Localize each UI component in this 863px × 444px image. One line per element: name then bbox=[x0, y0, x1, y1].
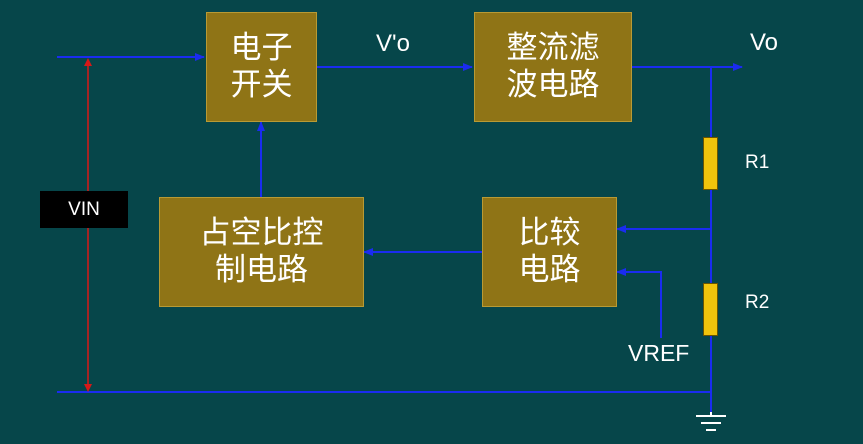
rectifier-filter-block: 整流滤 波电路 bbox=[474, 12, 632, 122]
control-label-line1: 占空比控 bbox=[199, 215, 324, 252]
comparator-block: 比较 电路 bbox=[482, 197, 617, 307]
wire-vref bbox=[616, 268, 662, 338]
v-o-label: Vo bbox=[750, 29, 779, 56]
comparator-label-line2: 电路 bbox=[518, 252, 581, 288]
vin-label: VIN bbox=[40, 191, 128, 228]
control-label-line2: 制电路 bbox=[215, 252, 308, 288]
electronic-switch-block: 电子 开关 bbox=[206, 12, 317, 122]
v-prime-o-label: V'o bbox=[376, 30, 410, 57]
switch-label-line2: 开关 bbox=[230, 67, 293, 103]
switch-label-line1: 电子 bbox=[230, 30, 293, 67]
rectifier-label-line1: 整流滤 bbox=[506, 30, 600, 67]
resistor-r1 bbox=[703, 137, 718, 190]
comparator-label-line1: 比较 bbox=[518, 215, 581, 252]
vref-label: VREF bbox=[628, 340, 690, 366]
rectifier-label-line2: 波电路 bbox=[506, 67, 600, 103]
duty-cycle-control-block: 占空比控 制电路 bbox=[159, 197, 364, 307]
r2-label: R2 bbox=[745, 292, 770, 313]
r1-label: R1 bbox=[745, 152, 770, 173]
ground-icon bbox=[696, 412, 726, 431]
resistor-r2 bbox=[703, 283, 718, 336]
